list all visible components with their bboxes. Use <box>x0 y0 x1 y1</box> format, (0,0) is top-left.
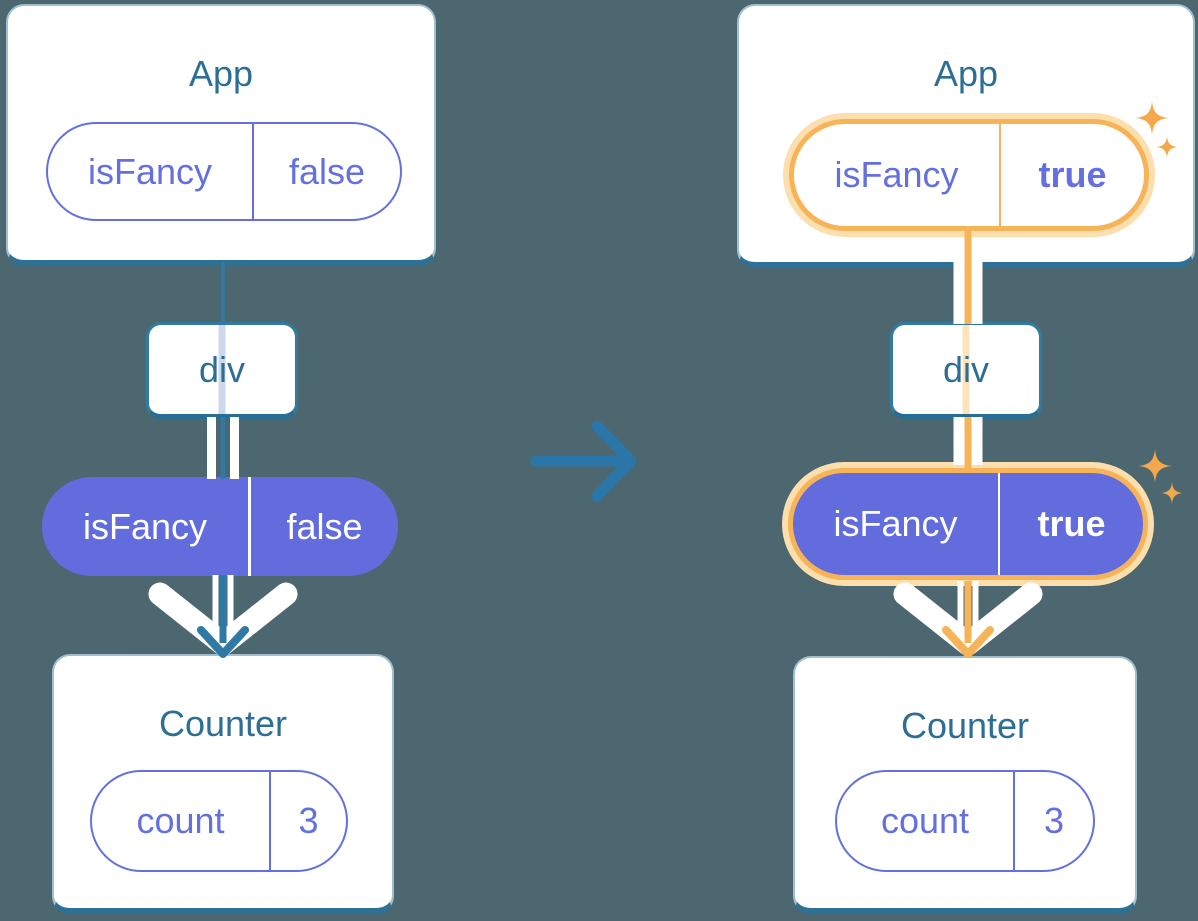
connector-div-to-pill-after <box>953 417 983 470</box>
div-label: div <box>942 348 990 390</box>
state-key: count <box>136 800 225 841</box>
prop-key: isFancy <box>87 150 213 192</box>
flow-arrow-after <box>893 581 1043 658</box>
counter-card-before: Counter count 3 <box>52 654 394 914</box>
prop-pill-solid-after: isFancy true <box>788 468 1148 580</box>
app-card-before: App isFancy false <box>6 4 436 266</box>
prop-value: true <box>998 473 1143 575</box>
app-title: App <box>933 53 999 94</box>
prop-key: isFancy <box>833 503 958 544</box>
prop-pill-solid-before: isFancy false <box>42 477 398 576</box>
state-value: 3 <box>269 772 346 870</box>
prop-passthrough-line <box>218 325 226 414</box>
flow-arrow-before <box>148 575 298 658</box>
prop-key: isFancy <box>834 154 959 195</box>
app-prop-pill-after: isFancy true <box>789 119 1149 231</box>
state-pill-before: count 3 <box>90 770 348 872</box>
state-key: count <box>880 800 970 841</box>
div-card-after: div <box>890 322 1042 419</box>
div-label: div <box>198 348 246 390</box>
prop-key: isFancy <box>82 505 208 547</box>
prop-value: true <box>999 124 1144 226</box>
prop-value: false <box>248 477 398 576</box>
sparkle-icon <box>1138 449 1183 504</box>
prop-value: false <box>252 124 400 219</box>
state-pill-after: count 3 <box>835 770 1095 872</box>
app-title: App <box>188 53 254 94</box>
connector-div-to-pill-before <box>207 417 239 479</box>
counter-title: Counter <box>158 703 288 744</box>
transition-arrow-icon <box>530 420 637 502</box>
counter-card-after: Counter count 3 <box>793 656 1137 914</box>
app-card-after: App isFancy true <box>737 4 1195 268</box>
app-prop-pill-before: isFancy false <box>46 122 402 221</box>
state-value: 3 <box>1013 772 1093 870</box>
prop-passthrough-line <box>962 325 970 414</box>
div-card-before: div <box>146 322 298 419</box>
counter-title: Counter <box>900 705 1030 746</box>
